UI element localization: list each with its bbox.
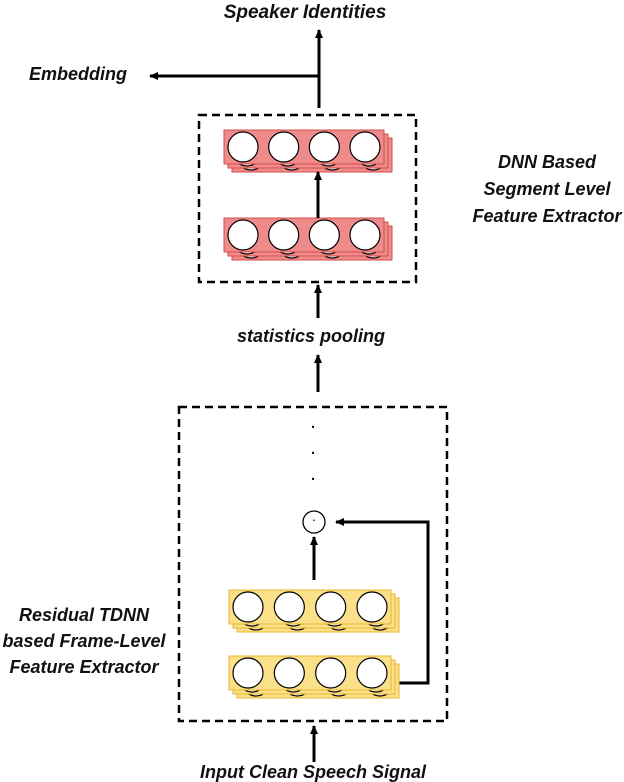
segment-extractor-label-line3: Feature Extractor [472, 206, 622, 226]
frame-bottom-node-0-3 [356, 657, 388, 689]
continuation-dot-1: . [310, 411, 316, 433]
frame-top-node-0-0 [232, 591, 264, 623]
frame-bottom-node-0-2 [315, 657, 347, 689]
segment-top-node-0-3 [349, 131, 381, 163]
frame-bottom-node-0-0 [232, 657, 264, 689]
segment-top-node-0-2 [308, 131, 340, 163]
input-signal-label: Input Clean Speech Signal [200, 762, 427, 782]
segment-top-node-0-1 [268, 131, 300, 163]
frame-top-node-0-2 [315, 591, 347, 623]
frame-level-block [177, 405, 449, 723]
frame-layer-bottom [228, 655, 400, 699]
frame-top-node-0-3 [356, 591, 388, 623]
frame-extractor-label-line1: Residual TDNN [19, 605, 150, 625]
segment-bottom-node-0-1 [268, 219, 300, 251]
segment-extractor-label-line2: Segment Level [483, 179, 611, 199]
continuation-dot-3: . [310, 463, 316, 485]
segment-level-block [197, 113, 418, 284]
frame-bottom-node-0-1 [273, 657, 305, 689]
residual-connection-arrow [335, 518, 430, 685]
segment-layer-bottom [223, 217, 393, 261]
segment-layer-top [223, 129, 393, 173]
segment-bottom-node-0-2 [308, 219, 340, 251]
sum-node [302, 510, 326, 534]
segment-extractor-label-line1: DNN Based [498, 152, 597, 172]
continuation-dot-2: . [310, 437, 316, 459]
frame-extractor-label-line3: Feature Extractor [9, 657, 159, 677]
statistics-pooling-label: statistics pooling [237, 326, 385, 346]
frame-layer-top [228, 589, 400, 633]
speaker-identities-label: Speaker Identities [224, 2, 387, 23]
segment-top-node-0-0 [227, 131, 259, 163]
sum-node-dot: · [312, 511, 317, 527]
embedding-label: Embedding [29, 64, 127, 84]
frame-top-node-0-1 [273, 591, 305, 623]
segment-bottom-node-0-3 [349, 219, 381, 251]
frame-extractor-label-line2: based Frame-Level [2, 631, 166, 651]
segment-bottom-node-0-0 [227, 219, 259, 251]
